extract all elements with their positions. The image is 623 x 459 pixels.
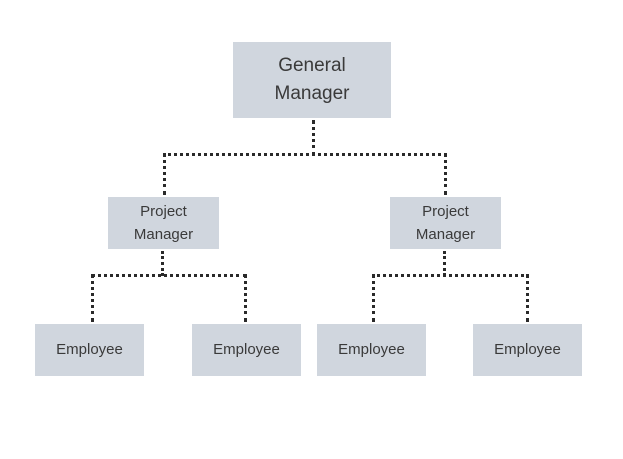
connector-to-pm-right: [444, 153, 447, 195]
employee-label: Employee: [213, 341, 280, 358]
employee-node-2: Employee: [192, 324, 301, 376]
project-manager-label: Project Manager: [415, 203, 476, 243]
connector-pm-right-down: [443, 251, 446, 276]
general-manager-label: General Manager: [274, 55, 350, 104]
connector-left-horizontal: [91, 274, 247, 277]
connector-gm-down: [312, 120, 315, 156]
employee-node-1: Employee: [35, 324, 144, 376]
connector-to-employee-2: [244, 274, 247, 322]
project-manager-label: Project Manager: [133, 203, 194, 243]
employee-node-3: Employee: [317, 324, 426, 376]
employee-label: Employee: [338, 341, 405, 358]
connector-to-pm-left: [163, 153, 166, 195]
project-manager-node-left: Project Manager: [108, 197, 219, 249]
connector-right-horizontal: [372, 274, 529, 277]
employee-label: Employee: [56, 341, 123, 358]
connector-to-employee-3: [372, 274, 375, 322]
connector-to-employee-4: [526, 274, 529, 322]
connector-top-horizontal: [163, 153, 447, 156]
general-manager-node: General Manager: [233, 42, 391, 118]
employee-node-4: Employee: [473, 324, 582, 376]
project-manager-node-right: Project Manager: [390, 197, 501, 249]
connector-pm-left-down: [161, 251, 164, 276]
employee-label: Employee: [494, 341, 561, 358]
connector-to-employee-1: [91, 274, 94, 322]
